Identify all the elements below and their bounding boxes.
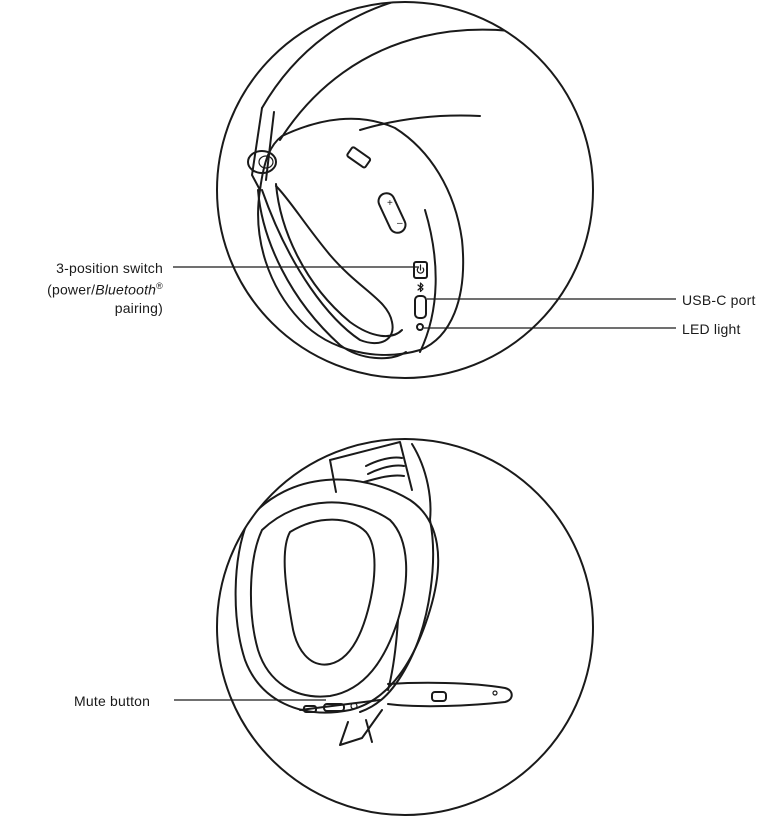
- usb-c-port[interactable]: [414, 295, 427, 319]
- power-icon: [416, 264, 425, 274]
- switch-label-line1: 3-position switch: [56, 260, 163, 276]
- top-detail-circle: [216, 1, 594, 379]
- top-detail-view: + –: [216, 1, 594, 379]
- led-label: LED light: [682, 321, 741, 337]
- switch-label-line3: pairing): [114, 299, 163, 316]
- switch-label: 3-position switch (power/Bluetooth® pair…: [20, 259, 163, 317]
- usbc-label: USB-C port: [682, 292, 756, 308]
- mute-label: Mute button: [74, 693, 151, 709]
- three-position-switch[interactable]: [413, 261, 428, 279]
- mute-button[interactable]: [323, 703, 345, 712]
- led-light: [416, 323, 424, 331]
- bluetooth-icon: [417, 282, 424, 293]
- switch-label-line2: (power/Bluetooth®: [47, 281, 163, 298]
- volume-minus-glyph: –: [397, 218, 403, 229]
- bottom-detail-view: [216, 438, 594, 816]
- bluetooth-word: Bluetooth: [95, 281, 157, 298]
- volume-plus-glyph: +: [387, 198, 393, 209]
- volume-rocker[interactable]: + –: [376, 191, 408, 236]
- bottom-detail-circle: [216, 438, 594, 816]
